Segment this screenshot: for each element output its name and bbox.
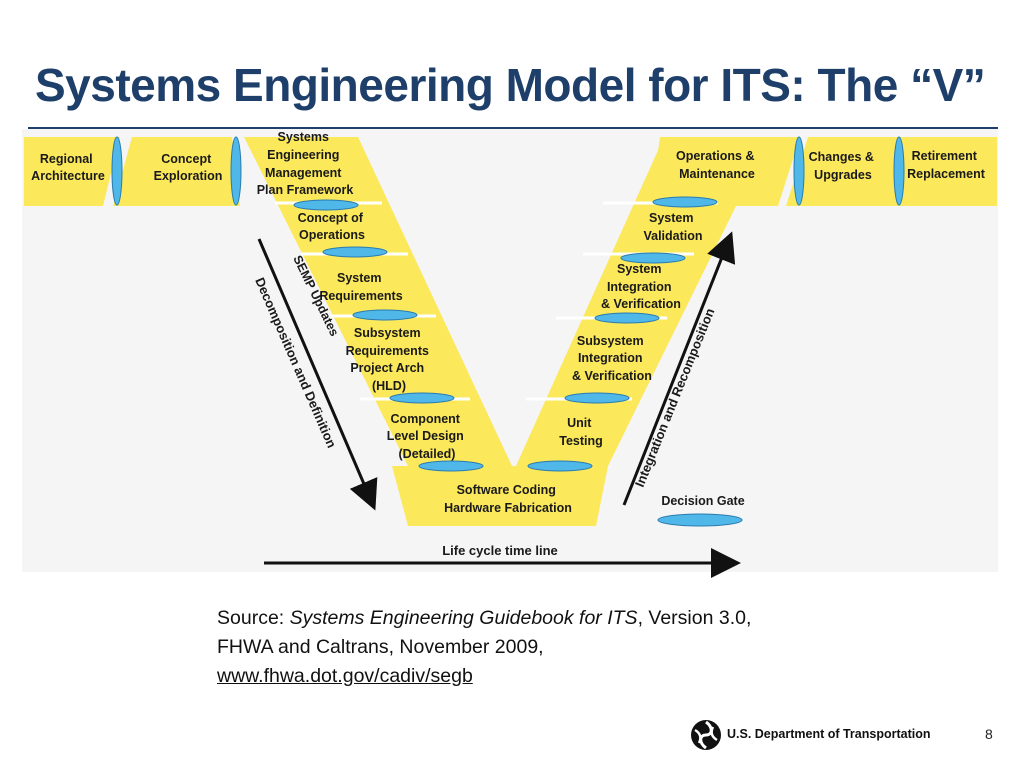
concept-exploration-label: Concept Exploration: [154, 152, 223, 183]
slide-title: Systems Engineering Model for ITS: The “…: [35, 59, 986, 111]
v-left-arm: [244, 137, 512, 466]
footer-department: U.S. Department of Transportation: [727, 727, 931, 741]
decision-gate: [620, 252, 686, 264]
decision-gate: [564, 392, 630, 404]
subsystem-integration-label: Subsystem Integration & Verification: [572, 334, 652, 383]
changes-upgrades-box: [786, 137, 906, 206]
operations-maintenance-label: Operations & Maintenance: [676, 149, 758, 181]
system-integration-label: System Integration & Verification: [601, 262, 681, 311]
component-design-label: Component Level Design (Detailed): [387, 412, 468, 461]
system-validation-label: System Validation: [643, 211, 702, 243]
dot-logo-icon: [691, 720, 721, 750]
retirement-replacement-label: Retirement Replacement: [907, 149, 986, 181]
v-bottom-box: [392, 466, 608, 526]
unit-testing-label: Unit Testing: [559, 416, 603, 448]
decision-gate: [322, 246, 388, 258]
title-divider: [28, 127, 998, 129]
regional-architecture-label: Regional Architecture: [31, 152, 105, 183]
decision-gate: [527, 460, 593, 472]
v-right-arm: [516, 137, 770, 466]
decision-gate: [893, 136, 905, 206]
source-title: Systems Engineering Guidebook for ITS: [289, 607, 638, 629]
source-citation: Source: Systems Engineering Guidebook fo…: [217, 604, 797, 691]
decision-gate: [111, 136, 123, 206]
regional-architecture-box: [24, 137, 120, 206]
decision-gate: [230, 136, 242, 206]
decision-gate: [293, 199, 359, 211]
decision-gate: [652, 196, 718, 208]
system-requirements-label: System Requirements: [319, 271, 402, 303]
semp-framework-label: Systems Engineering Management Plan Fram…: [257, 130, 354, 197]
operations-maintenance-box: [650, 137, 800, 206]
retirement-replacement-box: [898, 137, 997, 206]
decision-gate: [418, 460, 484, 472]
source-details: , Version 3.0, FHWA and Caltrans, Novemb…: [217, 607, 752, 658]
concept-of-operations-label: Concept of Operations: [298, 211, 367, 242]
software-coding-label: Software Coding Hardware Fabrication: [444, 483, 572, 515]
subsystem-requirements-label: Subsystem Requirements Project Arch (HLD…: [346, 326, 433, 393]
decision-gate: [352, 309, 418, 321]
concept-exploration-box: [113, 137, 240, 206]
decision-gates: [111, 136, 905, 472]
decision-gate: [594, 312, 660, 324]
decision-gate-legend-icon: [657, 513, 743, 527]
changes-upgrades-label: Changes & Upgrades: [809, 150, 878, 182]
integration-arrow: [622, 231, 736, 506]
source-prefix: Source:: [217, 607, 290, 629]
page-number: 8: [985, 726, 993, 742]
decomposition-arrow: [257, 238, 378, 511]
timeline-label: Life cycle time line: [442, 543, 558, 558]
source-link[interactable]: www.fhwa.dot.gov/cadiv/segb: [217, 665, 473, 687]
decision-gate: [389, 392, 455, 404]
decision-gate-legend-label: Decision Gate: [661, 494, 744, 508]
decision-gate: [793, 136, 805, 206]
